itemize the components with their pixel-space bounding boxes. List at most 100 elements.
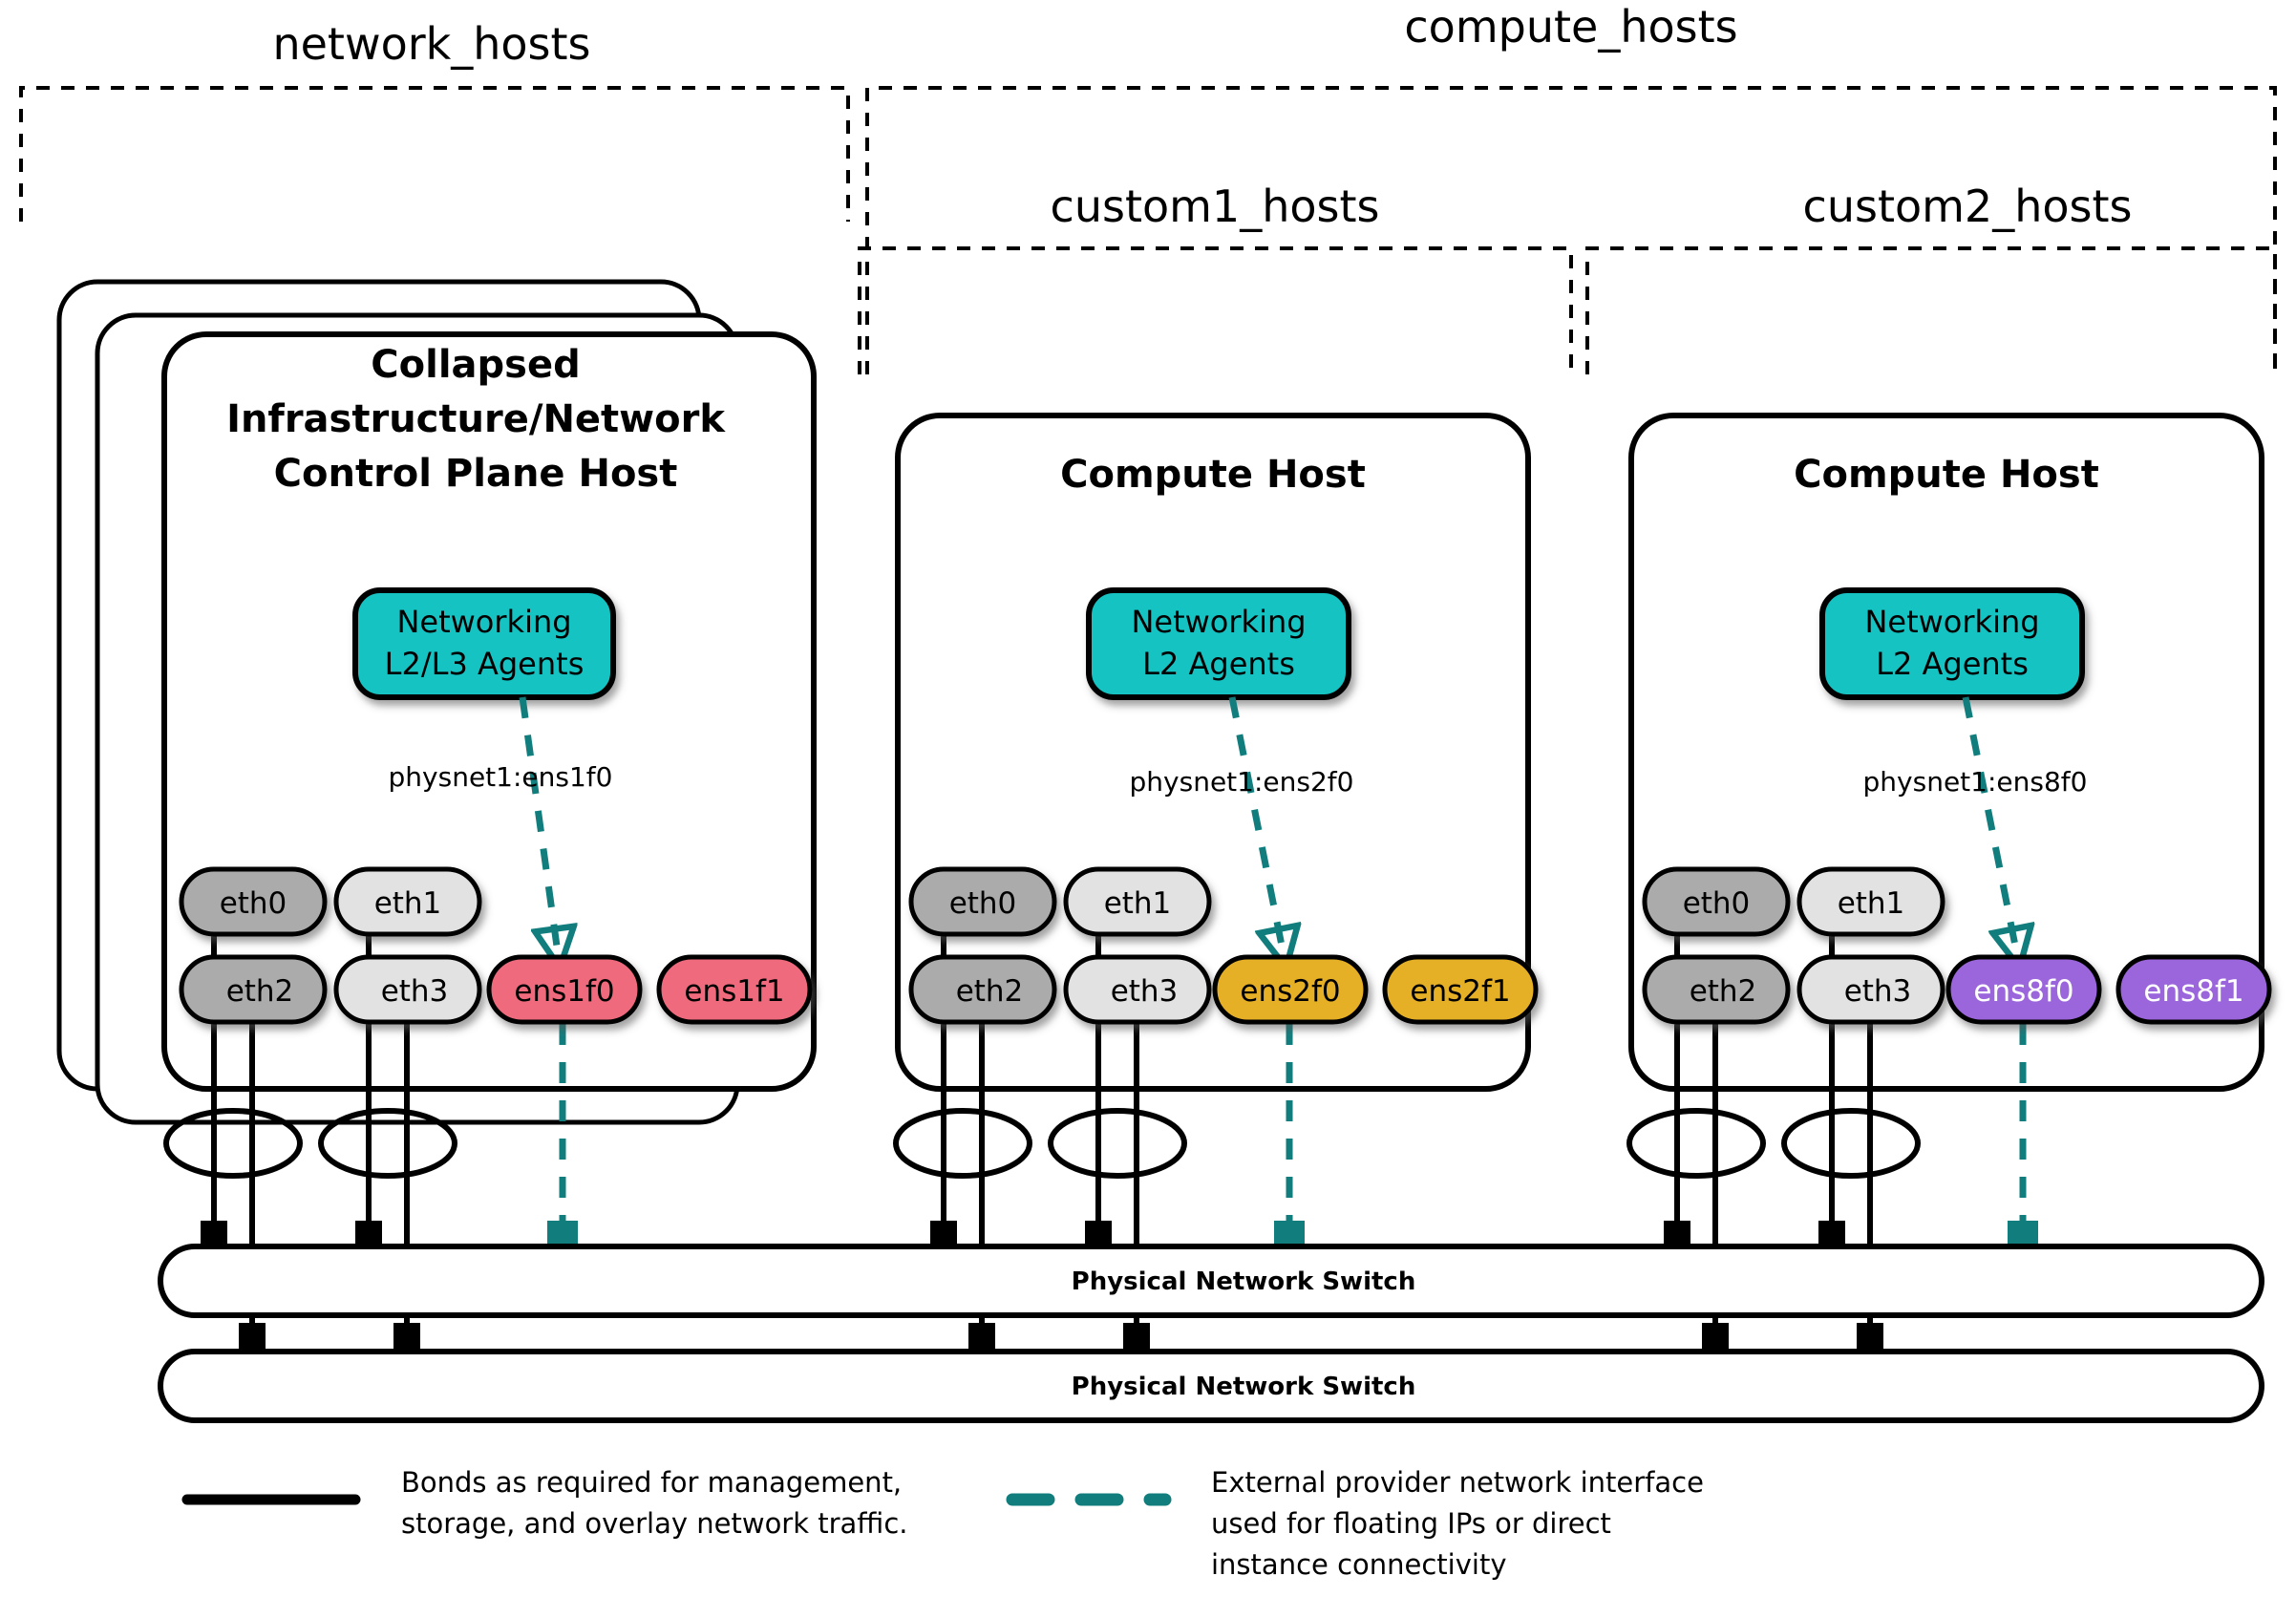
agent-pill-control-plane[interactable]: Networking L2/L3 Agents bbox=[352, 587, 616, 700]
nic-shape bbox=[179, 866, 328, 937]
group-label-network-hosts: network_hosts bbox=[272, 18, 590, 70]
nic-shape bbox=[333, 954, 482, 1025]
host-card-compute-host-1[interactable]: Compute Host Networking L2 Agents physne… bbox=[893, 413, 1539, 1357]
nic-pill-eth2-host3[interactable]: eth2 bbox=[1642, 954, 1791, 1025]
group-boxes: network_hosts compute_hosts custom1_host… bbox=[19, 1, 2277, 374]
nic-label: eth1 bbox=[1838, 886, 1905, 921]
nic-label: eth0 bbox=[220, 886, 287, 921]
provider-link-compute-2 bbox=[1962, 696, 2018, 960]
host-title-line-2: Infrastructure/Network bbox=[226, 397, 726, 441]
agent-pill-shape bbox=[352, 587, 616, 700]
group-box-network-hosts bbox=[19, 86, 850, 222]
nic-shape bbox=[179, 954, 328, 1025]
provider-link-compute-1 bbox=[1228, 696, 1285, 960]
switch-bar-2[interactable]: Physical Network Switch bbox=[158, 1349, 2264, 1423]
agent-pill-shape bbox=[1086, 587, 1351, 700]
nic-shape bbox=[908, 954, 1057, 1025]
host-title-line-1: Compute Host bbox=[1794, 453, 2099, 497]
nic-pill-eth0-host2[interactable]: eth0 bbox=[908, 866, 1057, 937]
group-label-custom2-hosts: custom2_hosts bbox=[1803, 181, 2133, 232]
nic-label: eth3 bbox=[381, 974, 449, 1009]
nic-pill-eth0-host3[interactable]: eth0 bbox=[1642, 866, 1791, 937]
host-title-line-3: Control Plane Host bbox=[274, 452, 678, 496]
nic-pill-eth3-host1[interactable]: eth3 bbox=[333, 954, 482, 1025]
nic-pill-eth1-host1[interactable]: eth1 bbox=[333, 866, 482, 937]
nic-shape bbox=[1063, 866, 1212, 937]
host-title-line-1: Compute Host bbox=[1060, 453, 1366, 497]
bond-ellipse-a bbox=[1626, 1108, 1766, 1179]
agent-pill-shape bbox=[1819, 587, 2085, 700]
nic-label: eth0 bbox=[949, 886, 1017, 921]
nic-shape bbox=[1642, 954, 1791, 1025]
agent-pill-compute-1[interactable]: Networking L2 Agents bbox=[1086, 587, 1351, 700]
legend-bonds-line-1: Bonds as required for management, bbox=[401, 1466, 902, 1499]
nic-pill-eth1-host2[interactable]: eth1 bbox=[1063, 866, 1212, 937]
group-box-custom2-hosts bbox=[1585, 246, 2277, 374]
nic-pill-eth2-host1[interactable]: eth2 bbox=[179, 954, 328, 1025]
host-card-shape bbox=[895, 413, 1531, 1092]
legend: Bonds as required for management, storag… bbox=[181, 1466, 1704, 1581]
nic-shape bbox=[486, 954, 643, 1025]
nic-shape bbox=[908, 866, 1057, 937]
nic-pill-ens8f1-host3[interactable]: ens8f1 bbox=[2115, 954, 2272, 1025]
nic-label: ens8f0 bbox=[1973, 974, 2073, 1009]
switch-label: Physical Network Switch bbox=[1072, 1373, 1416, 1401]
group-label-custom1-hosts: custom1_hosts bbox=[1051, 181, 1380, 232]
nic-shape bbox=[2115, 954, 2272, 1025]
nic-label: ens1f1 bbox=[684, 974, 784, 1009]
nic-pill-ens2f0-host2[interactable]: ens2f0 bbox=[1212, 954, 1369, 1025]
agent-label-line-1: Networking bbox=[396, 604, 571, 640]
host-card-control-plane-host[interactable]: Collapsed Infrastructure/Network Control… bbox=[56, 279, 817, 1357]
nic-label: ens2f1 bbox=[1410, 974, 1510, 1009]
nic-pill-eth1-host3[interactable]: eth1 bbox=[1796, 866, 1945, 937]
switch-bar-shape bbox=[158, 1244, 2264, 1318]
nic-pill-eth2-host2[interactable]: eth2 bbox=[908, 954, 1057, 1025]
host-title-line-1: Collapsed bbox=[371, 343, 580, 387]
nic-pill-ens8f0-host3[interactable]: ens8f0 bbox=[1945, 954, 2102, 1025]
bond-ellipse-b bbox=[318, 1108, 457, 1179]
agent-label-line-2: L2 Agents bbox=[1142, 646, 1295, 682]
nic-pill-eth3-host3[interactable]: eth3 bbox=[1796, 954, 1945, 1025]
switch-bar-shape bbox=[158, 1349, 2264, 1423]
bond-ellipse-a bbox=[893, 1108, 1032, 1179]
nic-label: ens8f1 bbox=[2143, 974, 2243, 1009]
legend-provider-line-3: instance connectivity bbox=[1211, 1548, 1506, 1581]
nic-pill-eth3-host2[interactable]: eth3 bbox=[1063, 954, 1212, 1025]
nic-label: eth1 bbox=[374, 886, 442, 921]
group-label-compute-hosts: compute_hosts bbox=[1404, 1, 1737, 53]
nic-shape bbox=[1945, 954, 2102, 1025]
agent-label-line-1: Networking bbox=[1131, 604, 1306, 640]
nic-shape bbox=[1212, 954, 1369, 1025]
switch-bar-1[interactable]: Physical Network Switch bbox=[158, 1244, 2264, 1318]
nic-pill-ens1f0-host1[interactable]: ens1f0 bbox=[486, 954, 643, 1025]
group-box-compute-hosts bbox=[865, 86, 2277, 374]
legend-provider-line-2: used for floating IPs or direct bbox=[1211, 1507, 1611, 1540]
physnet-label-control-plane: physnet1:ens1f0 bbox=[389, 761, 613, 793]
nic-pill-ens2f1-host2[interactable]: ens2f1 bbox=[1382, 954, 1539, 1025]
nic-shape bbox=[1796, 954, 1945, 1025]
agent-label-line-2: L2 Agents bbox=[1876, 646, 2029, 682]
group-box-custom1-hosts bbox=[858, 246, 1573, 374]
provider-link-control-plane bbox=[519, 696, 559, 960]
nic-shape bbox=[1642, 866, 1791, 937]
nic-label: eth3 bbox=[1844, 974, 1912, 1009]
host-card-compute-host-2[interactable]: Compute Host Networking L2 Agents physne… bbox=[1626, 413, 2272, 1357]
switch-label: Physical Network Switch bbox=[1072, 1267, 1416, 1296]
physnet-label-compute-2: physnet1:ens8f0 bbox=[1863, 766, 2088, 798]
bond-ellipse-b bbox=[1781, 1108, 1921, 1179]
legend-provider-line-1: External provider network interface bbox=[1211, 1466, 1704, 1499]
nic-label: eth2 bbox=[1690, 974, 1757, 1009]
agent-pill-compute-2[interactable]: Networking L2 Agents bbox=[1819, 587, 2085, 700]
nic-pill-ens1f1-host1[interactable]: ens1f1 bbox=[656, 954, 813, 1025]
nic-label: eth2 bbox=[956, 974, 1024, 1009]
nic-shape bbox=[1063, 954, 1212, 1025]
agent-label-line-2: L2/L3 Agents bbox=[385, 646, 585, 682]
nic-shape bbox=[1382, 954, 1539, 1025]
agent-label-line-1: Networking bbox=[1864, 604, 2039, 640]
nic-label: ens2f0 bbox=[1240, 974, 1340, 1009]
nic-pill-eth0-host1[interactable]: eth0 bbox=[179, 866, 328, 937]
nic-shape bbox=[333, 866, 482, 937]
nic-label: eth1 bbox=[1104, 886, 1172, 921]
